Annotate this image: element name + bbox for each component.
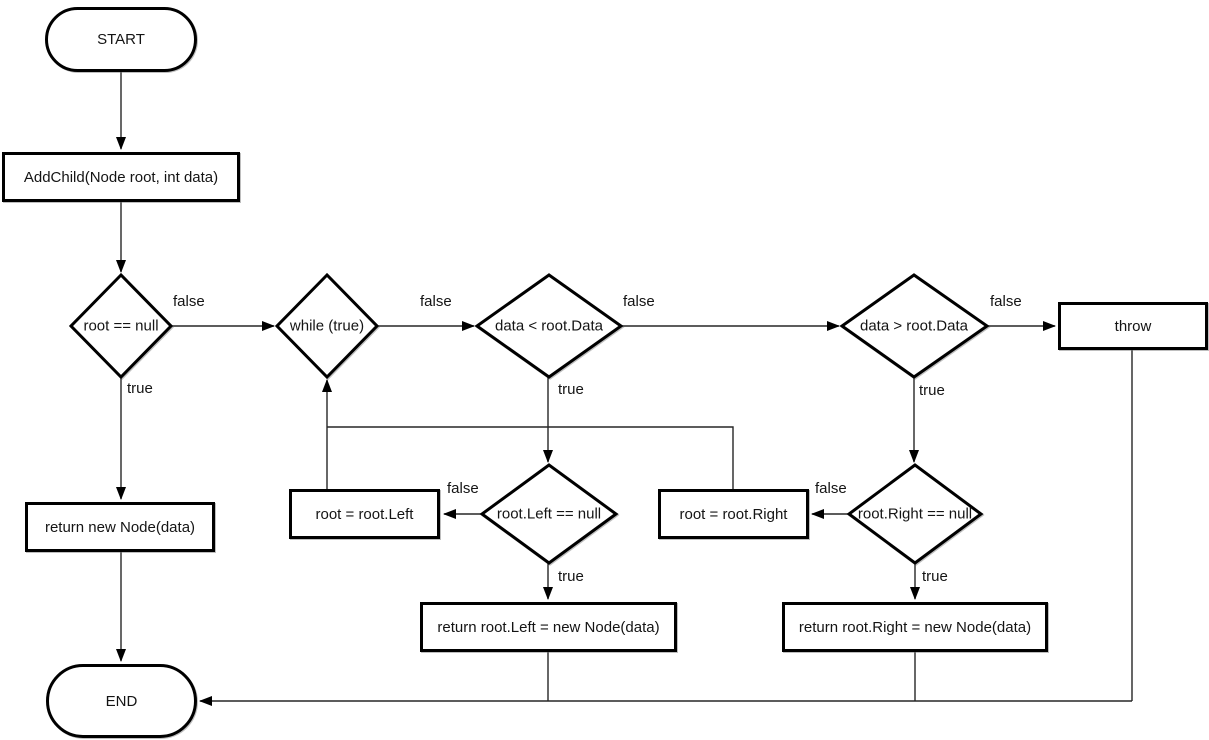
decision-right-null-shape bbox=[846, 463, 984, 565]
decision-left-null-shape bbox=[479, 463, 619, 565]
branch-label-while-false: false bbox=[420, 293, 452, 310]
branch-label-leftnull-false: false bbox=[447, 480, 479, 497]
edge-rootright-loopback bbox=[327, 426, 734, 489]
branch-label-datalt-false: false bbox=[623, 293, 655, 310]
node-start: START bbox=[45, 7, 197, 72]
branch-label-rightnull-true: true bbox=[922, 568, 948, 585]
branch-label-leftnull-true: true bbox=[558, 568, 584, 585]
node-return-root-right: return root.Right = new Node(data) bbox=[782, 602, 1048, 652]
node-addchild: AddChild(Node root, int data) bbox=[2, 152, 240, 202]
node-return-new-node: return new Node(data) bbox=[25, 502, 215, 552]
label-left-null: root.Left == null bbox=[496, 505, 602, 523]
label-right-null: root.Right == null bbox=[857, 505, 973, 523]
label-data-gt: data > root.Data bbox=[860, 317, 968, 335]
branch-label-datagt-false: false bbox=[990, 293, 1022, 310]
branch-label-datagt-true: true bbox=[919, 382, 945, 399]
branch-label-datalt-true: true bbox=[558, 381, 584, 398]
decision-root-null-shape bbox=[68, 272, 174, 380]
branch-label-rootnull-false: false bbox=[173, 293, 205, 310]
label-while-true: while (true) bbox=[289, 317, 365, 335]
branch-label-rootnull-true: true bbox=[127, 380, 153, 397]
branch-label-rightnull-false: false bbox=[815, 480, 847, 497]
node-throw: throw bbox=[1058, 302, 1208, 350]
node-end: END bbox=[46, 664, 197, 738]
label-root-null: root == null bbox=[83, 317, 159, 335]
decision-data-gt-shape bbox=[839, 273, 990, 379]
label-data-lt: data < root.Data bbox=[495, 317, 603, 335]
node-root-eq-root-right: root = root.Right bbox=[658, 489, 809, 539]
decision-while-true-shape bbox=[274, 272, 380, 380]
node-return-root-left: return root.Left = new Node(data) bbox=[420, 602, 677, 652]
decision-data-lt-shape bbox=[474, 273, 624, 379]
node-root-eq-root-left: root = root.Left bbox=[289, 489, 440, 539]
